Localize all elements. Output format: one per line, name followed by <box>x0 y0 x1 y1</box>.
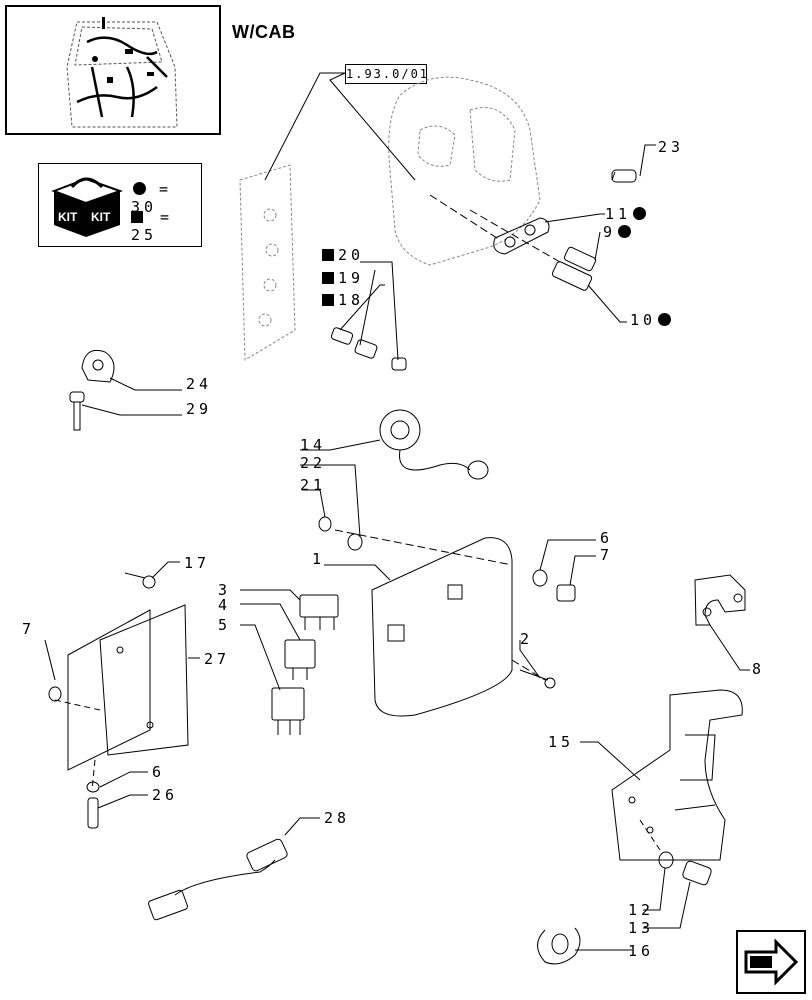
kit-square-icon <box>322 294 334 306</box>
callout-2[interactable]: 2 <box>520 630 534 648</box>
callout-9-number: 9 <box>603 223 617 241</box>
callout-20-number: 20 <box>338 246 365 264</box>
callout-18[interactable]: 18 <box>322 292 364 308</box>
callout-11-number: 11 <box>605 205 632 223</box>
callout-27[interactable]: 27 <box>204 650 231 668</box>
callout-29[interactable]: 29 <box>186 400 213 418</box>
part-23-screw <box>611 169 637 183</box>
part-2-bolt <box>519 669 556 689</box>
part-11-plate <box>493 217 550 255</box>
callout-19[interactable]: 19 <box>322 270 364 286</box>
kit-square-legend: = 25 <box>131 208 201 244</box>
part-4-relay <box>284 639 316 680</box>
callout-3[interactable]: 3 <box>218 581 232 599</box>
part-1-plate <box>371 537 513 717</box>
callout-14[interactable]: 14 <box>300 436 327 454</box>
callout-6-bottom[interactable]: 6 <box>152 763 166 781</box>
callout-23[interactable]: 23 <box>658 138 685 156</box>
callout-24[interactable]: 24 <box>186 375 213 393</box>
callout-26[interactable]: 26 <box>152 786 179 804</box>
callout-21[interactable]: 21 <box>300 476 327 494</box>
part-3-relay <box>299 594 339 630</box>
part-27-bracket <box>67 604 189 771</box>
callout-28[interactable]: 28 <box>324 809 351 827</box>
callout-8[interactable]: 8 <box>752 660 766 678</box>
kit-text-right: KIT <box>91 210 111 224</box>
kit-square-icon <box>322 272 334 284</box>
kit-square-value: = 25 <box>131 208 174 244</box>
callout-10[interactable]: 10 <box>630 311 672 329</box>
callout-19-number: 19 <box>338 269 365 287</box>
part-9-plug <box>563 246 597 272</box>
kit-circle-icon <box>618 225 632 238</box>
callout-18-number: 18 <box>338 291 365 309</box>
callout-20[interactable]: 20 <box>322 247 364 263</box>
callout-10-number: 10 <box>630 311 657 329</box>
part-28-harness <box>148 817 320 921</box>
callout-16[interactable]: 16 <box>628 942 655 960</box>
circle-marker-icon <box>133 182 146 195</box>
next-page-button[interactable] <box>736 930 806 994</box>
kit-square-icon <box>322 249 334 261</box>
callout-11[interactable]: 11 <box>605 205 647 223</box>
part-5-relay <box>271 687 305 735</box>
next-page-arrow-icon <box>744 938 799 986</box>
callout-9[interactable]: 9 <box>603 223 632 241</box>
callout-7-top[interactable]: 7 <box>600 546 614 564</box>
callout-15[interactable]: 15 <box>548 733 575 751</box>
callout-4[interactable]: 4 <box>218 596 232 614</box>
callout-1[interactable]: 1 <box>312 550 326 568</box>
part-15-bracket <box>611 689 743 861</box>
tractor-cab-harness-thumbnail <box>66 17 178 128</box>
part-29-bolt <box>69 391 85 431</box>
variant-label: W/CAB <box>232 22 296 42</box>
reference-box[interactable]: 1.93.0/01 <box>345 64 427 84</box>
kit-circle-icon <box>658 313 672 326</box>
callout-22[interactable]: 22 <box>300 454 327 472</box>
part-24-clamp <box>81 349 115 383</box>
kit-circle-icon <box>633 207 647 220</box>
kit-box-icon: KIT KIT <box>51 177 124 237</box>
square-marker-icon <box>131 211 143 223</box>
kit-text-left: KIT <box>58 210 78 224</box>
part-17-bolt <box>124 572 156 589</box>
callout-5[interactable]: 5 <box>218 616 232 634</box>
part-16-clip <box>537 927 581 965</box>
part-13-bolt <box>682 860 712 886</box>
kit-legend: KIT KIT = 30 = 25 <box>38 163 202 247</box>
callout-17[interactable]: 17 <box>184 554 211 572</box>
part-10-plug <box>551 261 593 291</box>
callout-7-left[interactable]: 7 <box>22 620 36 638</box>
thumbnail-frame <box>5 5 221 135</box>
callout-13[interactable]: 13 <box>628 919 655 937</box>
part-8-clip <box>694 574 746 626</box>
part-14-sensor <box>379 409 489 480</box>
callout-6-top[interactable]: 6 <box>600 529 614 547</box>
callout-12[interactable]: 12 <box>628 901 655 919</box>
part-18-20-fittings <box>330 327 407 371</box>
